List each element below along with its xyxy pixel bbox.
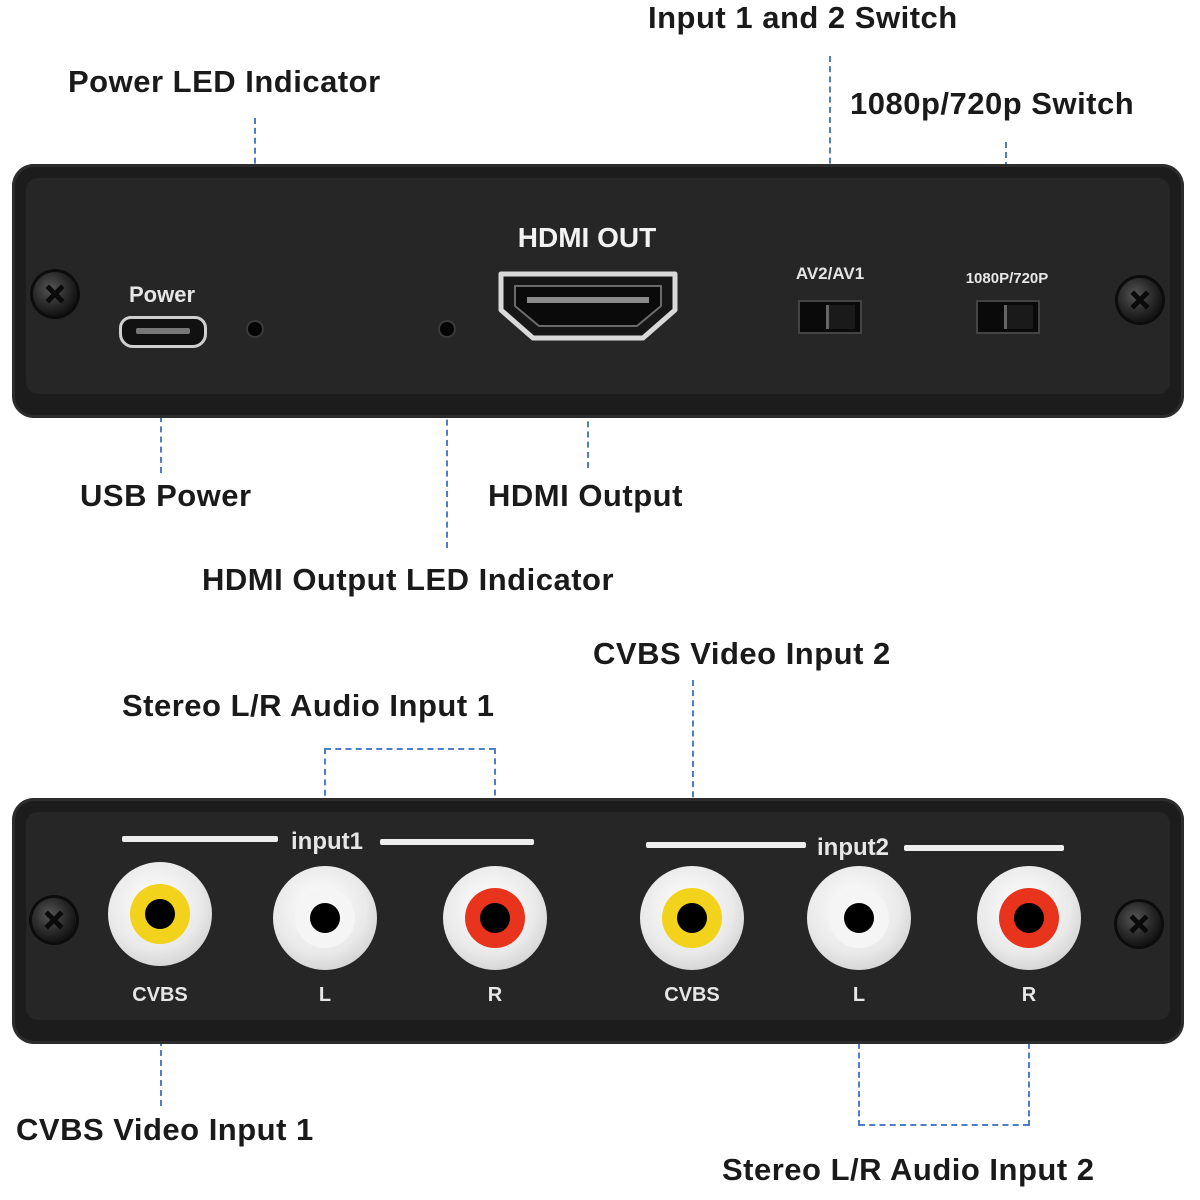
- callout-input-switch: Input 1 and 2 Switch: [648, 0, 958, 35]
- rca-jack-hole: [844, 903, 874, 933]
- jack-label: L: [318, 984, 332, 1006]
- micro-usb-port: [119, 316, 207, 348]
- callout-audio-in-2: Stereo L/R Audio Input 2: [722, 1152, 1095, 1187]
- jack-label: R: [487, 984, 503, 1006]
- rca-jack-ring: [295, 888, 355, 948]
- rca-jack-ring: [130, 884, 190, 944]
- rca-jack-hole: [480, 903, 510, 933]
- rca-jack-cvbs-2: [640, 866, 744, 970]
- leader-audio-in-1-bracket: [325, 748, 495, 750]
- power-port-label: Power: [128, 282, 196, 307]
- hdmi-out-label: HDMI OUT: [517, 222, 657, 253]
- jack-label: R: [1021, 984, 1037, 1006]
- leader-hdmi-led: [446, 338, 448, 548]
- callout-power-led: Power LED Indicator: [68, 64, 381, 99]
- input2-bar-right: [904, 845, 1064, 851]
- callout-hdmi-led: HDMI Output LED Indicator: [202, 562, 615, 597]
- res-switch-label: 1080P/720P: [965, 270, 1049, 287]
- hdmi-port: [498, 271, 678, 341]
- av-switch-label: AV2/AV1: [795, 264, 865, 283]
- resolution-switch: [976, 300, 1040, 334]
- callout-hdmi-output: HDMI Output: [488, 478, 683, 513]
- leader-cvbs-in-2: [692, 680, 694, 868]
- rca-jack-ring: [662, 888, 722, 948]
- input1-bar-right: [380, 839, 534, 845]
- rca-jack-hole: [145, 899, 175, 929]
- jack-label: CVBS: [132, 984, 188, 1006]
- leader-audio-in-2-bracket: [859, 1124, 1029, 1126]
- callout-res-switch: 1080p/720p Switch: [850, 86, 1135, 121]
- callout-cvbs-in-2: CVBS Video Input 2: [593, 636, 891, 671]
- leader-audio-in-2-right: [1028, 1014, 1030, 1126]
- rca-jack-l-1: [273, 866, 377, 970]
- switch-knob: [1004, 305, 1033, 329]
- rca-jack-hole: [1014, 903, 1044, 933]
- rca-jack-hole: [677, 903, 707, 933]
- switch-knob: [826, 305, 855, 329]
- rca-jack-ring: [829, 888, 889, 948]
- jack-label: CVBS: [664, 984, 720, 1006]
- input1-group-label: input1: [291, 828, 363, 855]
- power-led: [248, 322, 262, 336]
- callout-usb-power: USB Power: [80, 478, 252, 513]
- leader-audio-in-2-left: [858, 1014, 860, 1126]
- jack-label: L: [852, 984, 866, 1006]
- callout-cvbs-in-1: CVBS Video Input 1: [16, 1112, 314, 1147]
- av-input-switch: [798, 300, 862, 334]
- rca-jack-cvbs-1: [108, 862, 212, 966]
- rca-jack-ring: [999, 888, 1059, 948]
- rca-jack-ring: [465, 888, 525, 948]
- input2-group-label: input2: [817, 834, 889, 861]
- screw-icon: [1118, 278, 1162, 322]
- screw-icon: [1117, 902, 1161, 946]
- screw-icon: [33, 272, 77, 316]
- rca-jack-r-1: [443, 866, 547, 970]
- rca-jack-l-2: [807, 866, 911, 970]
- input2-bar-left: [646, 842, 806, 848]
- screw-icon: [32, 898, 76, 942]
- hdmi-output-led: [440, 322, 454, 336]
- rca-jack-hole: [310, 903, 340, 933]
- callout-audio-in-1: Stereo L/R Audio Input 1: [122, 688, 495, 723]
- rca-jack-r-2: [977, 866, 1081, 970]
- input1-bar-left: [122, 836, 278, 842]
- leader-cvbs-in-1: [160, 1010, 162, 1106]
